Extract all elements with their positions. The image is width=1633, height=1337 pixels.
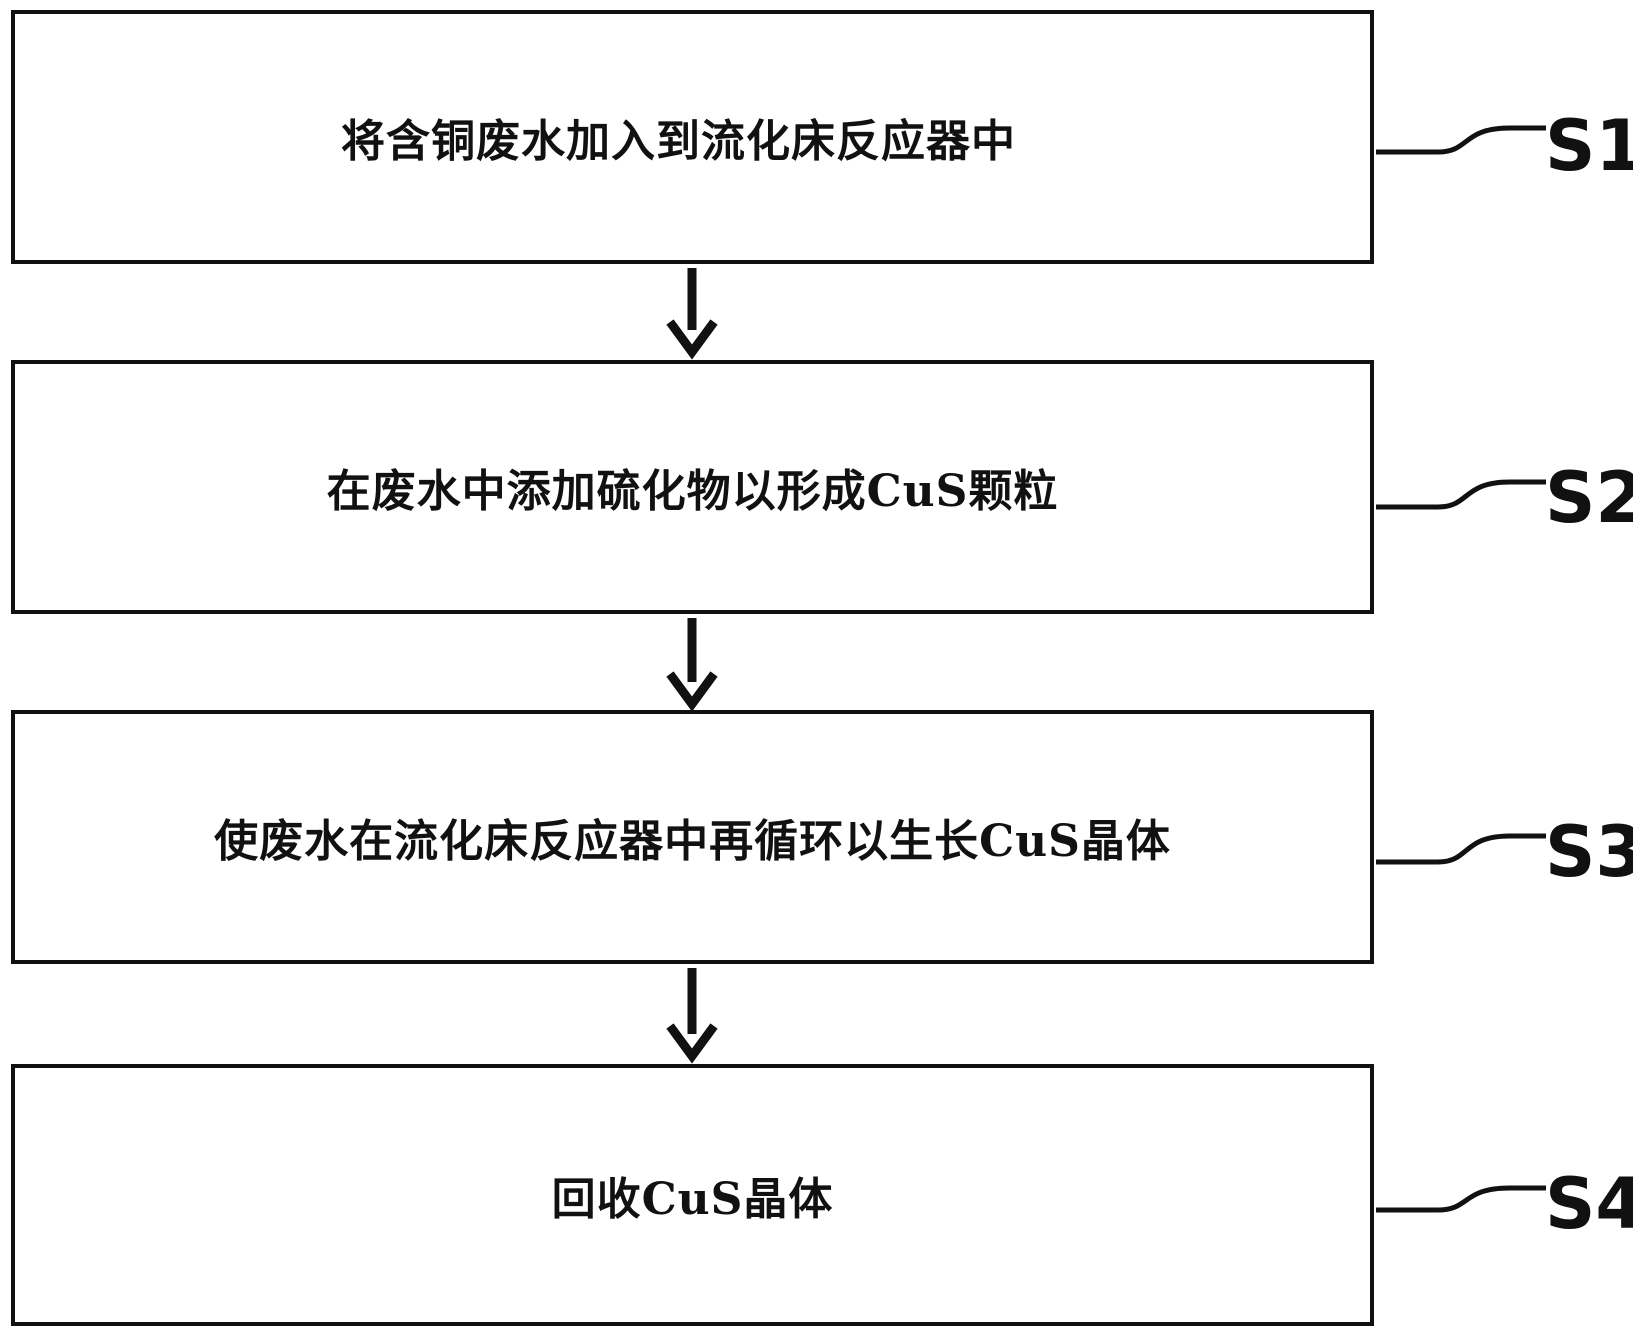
- step-text-s2: 在废水中添加硫化物以形成CuS颗粒: [326, 466, 1059, 517]
- leader-line-s1: [1376, 125, 1546, 155]
- step-label-s2: S2: [1545, 457, 1633, 539]
- step-box-s1: 将含铜废水加入到流化床反应器中: [11, 10, 1374, 264]
- step-box-s3: 使废水在流化床反应器中再循环以生长CuS晶体: [11, 710, 1374, 964]
- step-box-s4: 回收CuS晶体: [11, 1064, 1374, 1326]
- arrow-s1-to-s2: [666, 268, 718, 360]
- step-box-s2: 在废水中添加硫化物以形成CuS颗粒: [11, 360, 1374, 614]
- step-text-s1: 将含铜废水加入到流化床反应器中: [341, 116, 1016, 167]
- step-text-s4: 回收CuS晶体: [551, 1174, 834, 1225]
- step-label-s4: S4: [1545, 1163, 1633, 1245]
- leader-line-s3: [1376, 833, 1546, 865]
- step-label-s1: S1: [1545, 105, 1633, 187]
- arrow-s2-to-s3: [666, 618, 718, 712]
- step-label-s3: S3: [1545, 811, 1633, 893]
- leader-line-s4: [1376, 1185, 1546, 1213]
- leader-line-s2: [1376, 479, 1546, 510]
- step-text-s3: 使废水在流化床反应器中再循环以生长CuS晶体: [214, 816, 1171, 867]
- arrow-s3-to-s4: [666, 968, 718, 1064]
